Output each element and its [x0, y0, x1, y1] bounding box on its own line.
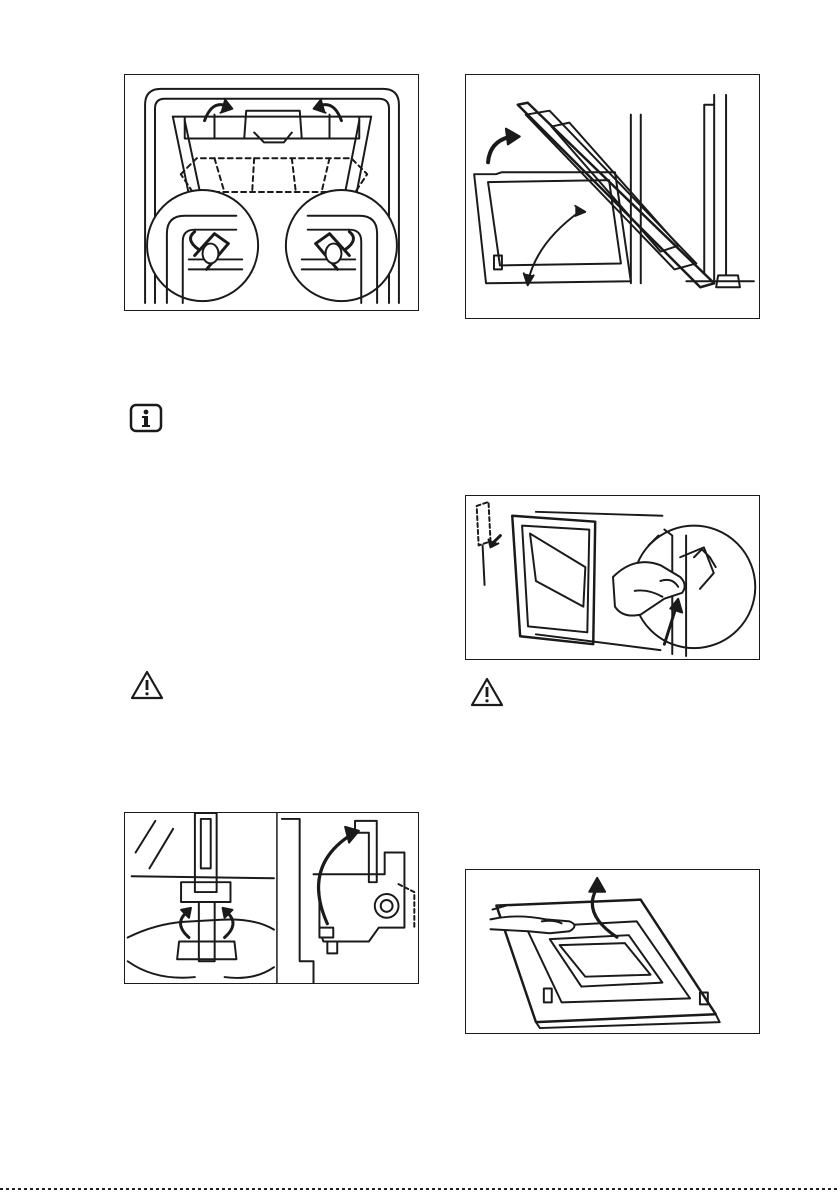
warning-icon — [129, 669, 165, 701]
grill-element-lowering-figure — [124, 74, 419, 311]
warning-icon — [469, 676, 505, 708]
info-icon — [129, 403, 163, 433]
page-bottom-rule — [0, 1188, 840, 1190]
door-glass-panel-removal-figure — [465, 495, 760, 660]
door-hinge-levers-figure — [124, 812, 419, 984]
oven-door-lifting-figure — [465, 74, 760, 319]
door-on-flat-surface-figure — [465, 869, 760, 1034]
